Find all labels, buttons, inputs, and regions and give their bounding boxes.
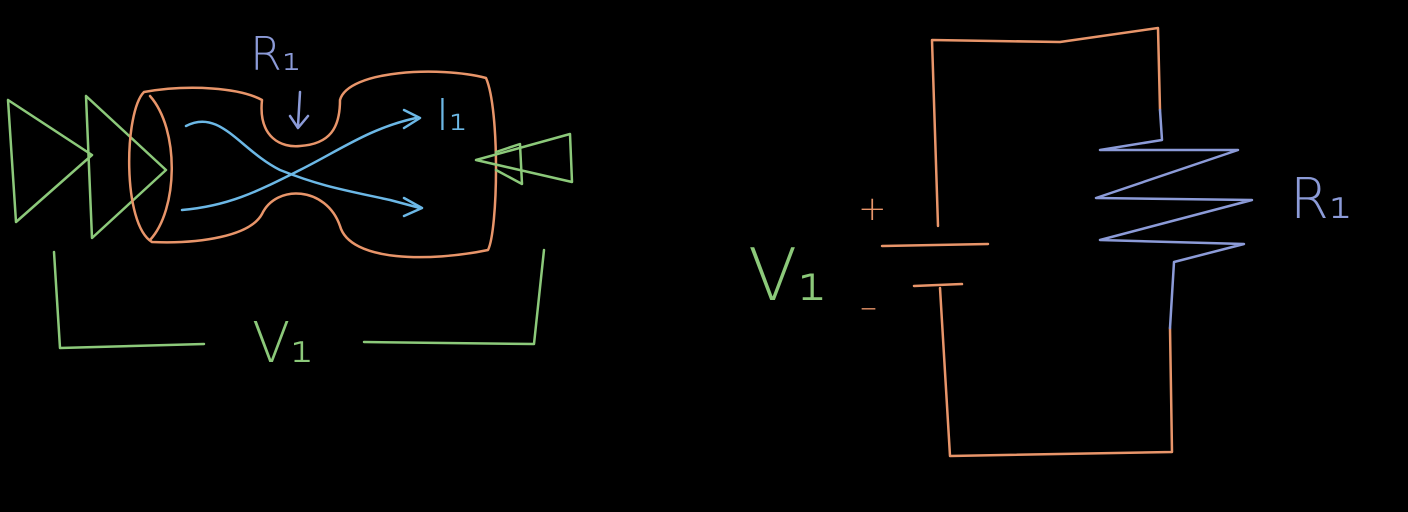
right-terminal-arrow — [474, 132, 574, 184]
circuit-schematic: V₁ + – R₁ — [748, 26, 1351, 458]
resistor-label: R₁ — [1290, 167, 1351, 232]
conductor-resistance-label: R₁ — [250, 27, 300, 81]
battery-short-plate — [912, 282, 964, 288]
current-path-upper — [184, 120, 422, 210]
source-voltage-label: V₁ — [748, 233, 826, 317]
current-path-lower — [180, 116, 418, 212]
resistance-pointer-arrow — [288, 90, 310, 130]
circuit-wires — [930, 26, 1174, 458]
conductor-model: R₁ I₁ V₁ — [6, 27, 574, 376]
battery-minus-sign: – — [860, 287, 877, 327]
current-arrowhead-lower — [402, 196, 424, 218]
left-terminal-outer-arrow — [6, 98, 94, 224]
conductor-outline — [128, 70, 498, 259]
left-terminal-inner-arrow — [84, 94, 168, 240]
right-terminal-arrows — [474, 132, 574, 186]
voltage-bracket — [52, 248, 546, 350]
conductor-body — [128, 70, 498, 259]
resistor-symbol — [1094, 108, 1254, 330]
right-terminal-arrow-inner — [494, 142, 524, 186]
conductor-end-face — [148, 94, 173, 242]
conductor-voltage-label: V₁ — [252, 311, 313, 376]
current-flow — [180, 108, 424, 218]
battery-long-plate — [880, 242, 990, 248]
left-terminal-arrows — [6, 94, 168, 240]
battery-plus-sign: + — [858, 189, 887, 229]
current-arrowhead-upper — [402, 108, 422, 130]
wire-top-left — [930, 26, 1162, 228]
conductor-current-label: I₁ — [436, 90, 467, 141]
wire-bottom — [938, 286, 1174, 458]
battery — [880, 242, 990, 288]
